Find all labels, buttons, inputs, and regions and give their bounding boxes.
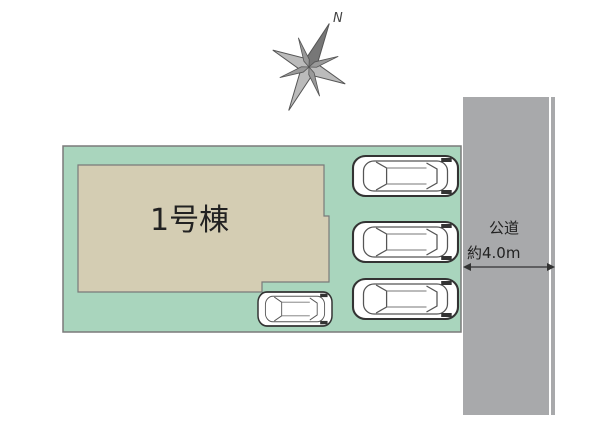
- road-width-arrow: [463, 263, 555, 271]
- road-width-label: 約4.0m: [467, 244, 520, 262]
- compass-rose-icon: [272, 23, 346, 111]
- road-name-label: 公道: [489, 219, 519, 237]
- parking-space-2: [351, 220, 460, 264]
- building-footprint: [77, 164, 330, 293]
- parking-space-3: [351, 277, 460, 321]
- public-road: [463, 97, 555, 415]
- parking-space-1: [351, 154, 460, 198]
- parking-space-4: [257, 291, 333, 327]
- compass-north-label: N: [333, 11, 343, 26]
- building-label: 1号棟: [150, 203, 229, 238]
